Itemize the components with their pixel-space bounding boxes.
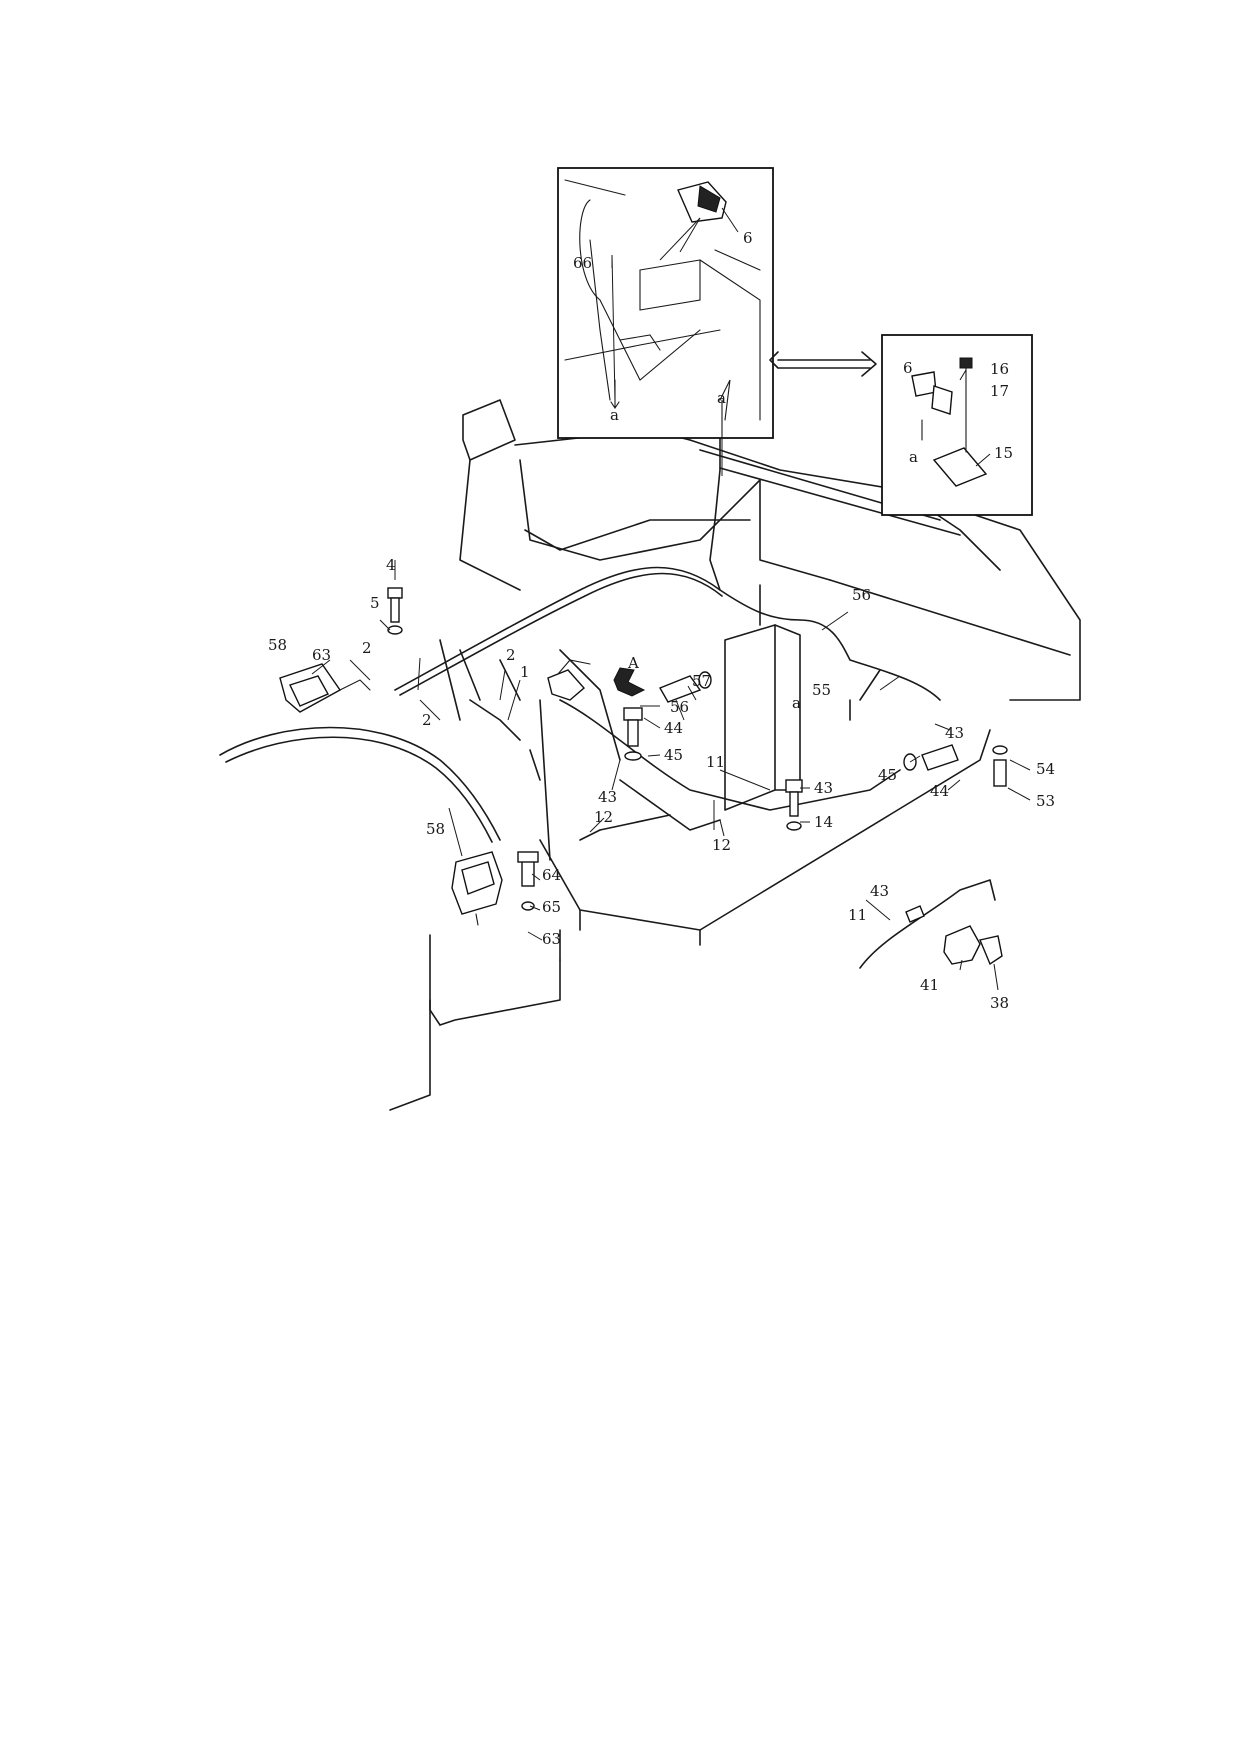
callout-55: 55 [812, 681, 831, 699]
callout-5: 5 [370, 594, 380, 612]
callout-63-left: 63 [312, 646, 331, 664]
callout-38: 38 [990, 994, 1009, 1012]
fender-curve [219, 726, 501, 841]
callout-53: 53 [1036, 792, 1055, 810]
callout-11: 11 [706, 753, 725, 771]
callout-65: 65 [542, 898, 561, 916]
bolt-4 [387, 587, 403, 635]
bolt-56 [658, 671, 712, 703]
switch-assembly [547, 659, 591, 701]
detail-inset-right [881, 334, 1033, 516]
callout-58-front: 58 [426, 820, 445, 838]
callout-57: 57 [692, 672, 711, 690]
fender-curve-inner [225, 736, 493, 843]
ref-a-top: a [717, 389, 726, 407]
callout-2-a: 2 [362, 639, 372, 657]
callout-6-inset: 6 [903, 359, 913, 377]
bolt-44-right [903, 744, 959, 771]
callout-2-b: 2 [506, 646, 516, 664]
callout-56-mid: 56 [670, 698, 689, 716]
callout-41: 41 [920, 976, 939, 994]
callout-1: 1 [520, 663, 530, 681]
leader-lines [311, 207, 1031, 991]
callout-6-top: 6 [743, 229, 753, 247]
callout-12-a: 12 [594, 808, 613, 826]
callout-45-right: 45 [878, 766, 897, 784]
callout-58-left: 58 [268, 636, 287, 654]
callout-15: 15 [994, 444, 1013, 462]
callout-16: 16 [990, 360, 1009, 378]
callout-54: 54 [1036, 760, 1055, 778]
double-arrow [769, 351, 877, 377]
callout-17: 17 [990, 382, 1009, 400]
view-A-arrow [613, 667, 646, 697]
bolt-44-center [623, 707, 643, 761]
ref-a-mid: a [792, 694, 801, 712]
ref-a-right: a [909, 448, 918, 466]
callout-labels: 6 66 a a 6 16 17 15 a 4 5 58 63 2 2 2 1 … [268, 229, 1055, 1012]
callout-11-detail: 11 [848, 906, 867, 924]
callout-43-right: 43 [814, 779, 833, 797]
callout-view-A: A [627, 654, 639, 672]
wiring-harness [394, 429, 941, 861]
callout-43-detail: 43 [870, 882, 889, 900]
bolt-43-right [785, 779, 803, 831]
bolt-53 [992, 745, 1008, 787]
callout-66: 66 [573, 254, 592, 272]
callout-12-b: 12 [712, 836, 731, 854]
callout-4: 4 [386, 556, 396, 574]
bolt-64 [517, 851, 539, 911]
callout-45-center: 45 [664, 746, 683, 764]
callout-43-far-right: 43 [945, 724, 964, 742]
detail-bottom-right [859, 879, 1003, 969]
callout-63-front: 63 [542, 930, 561, 948]
detail-inset-top [557, 167, 774, 441]
callout-64: 64 [542, 866, 561, 884]
work-lamp-left [279, 663, 371, 713]
callout-2-c: 2 [422, 711, 432, 729]
callout-14: 14 [814, 813, 833, 831]
callout-44-center: 44 [664, 719, 683, 737]
work-lamp-front [451, 851, 503, 926]
callout-56-top: 56 [852, 586, 871, 604]
callout-43-center: 43 [598, 788, 617, 806]
callout-44-right: 44 [930, 782, 949, 800]
ref-a-inset: a [610, 406, 619, 424]
